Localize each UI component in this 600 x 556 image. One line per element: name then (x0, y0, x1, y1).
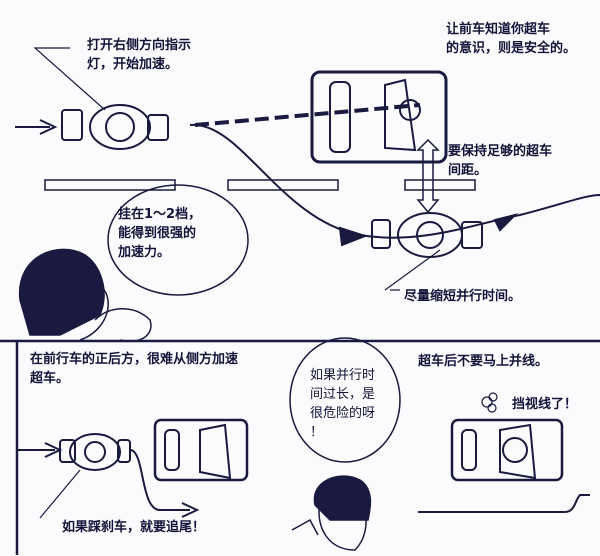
dashed-line (194, 103, 421, 127)
merge-title: 超车后不要马上并线。 (418, 354, 549, 369)
car-icon (153, 418, 249, 482)
boy-figure (291, 475, 372, 551)
lane-markings (44, 179, 476, 191)
speech-bubble (107, 184, 249, 296)
merge-road-line (418, 494, 590, 513)
blocked-view-note: 挡视线了！ (512, 397, 578, 412)
motorcycle-path-arrow (15, 119, 600, 239)
boy-figure (19, 248, 152, 342)
arrow-head (338, 226, 368, 247)
parallel-note: 尽量缩短并行时间。 (404, 289, 522, 304)
leader-line (33, 47, 441, 291)
behind-title: 在前行车的正后方，很难从侧方加速 超车。 (30, 352, 239, 386)
car-icon (310, 70, 448, 164)
signal-note: 打开右侧方向指示 灯，开始加速。 (87, 38, 192, 72)
front-car-note: 让前车知道你超车 的意识，则是安全的。 (446, 22, 577, 56)
car-icon (450, 418, 564, 482)
dizzy-icon (481, 392, 498, 413)
gear-bubble-text: 挂在1～2档， 能得到很强的 加速力。 (118, 207, 202, 260)
motorcycle-icon (59, 433, 131, 471)
arrow-head (493, 213, 519, 232)
gap-note: 要保持足够的超车 间距。 (448, 144, 553, 178)
speech-bubble (289, 337, 401, 463)
panel-border (0, 339, 600, 555)
gap-arrow-icon (416, 138, 440, 214)
leader-line (39, 469, 81, 519)
brake-note: 如果踩刹车，就要追尾！ (62, 520, 206, 535)
danger-bubble-text: 如果并行时 间过长，是 很危险的呀 ！ (310, 368, 376, 440)
motorcycle-icon (61, 104, 169, 150)
